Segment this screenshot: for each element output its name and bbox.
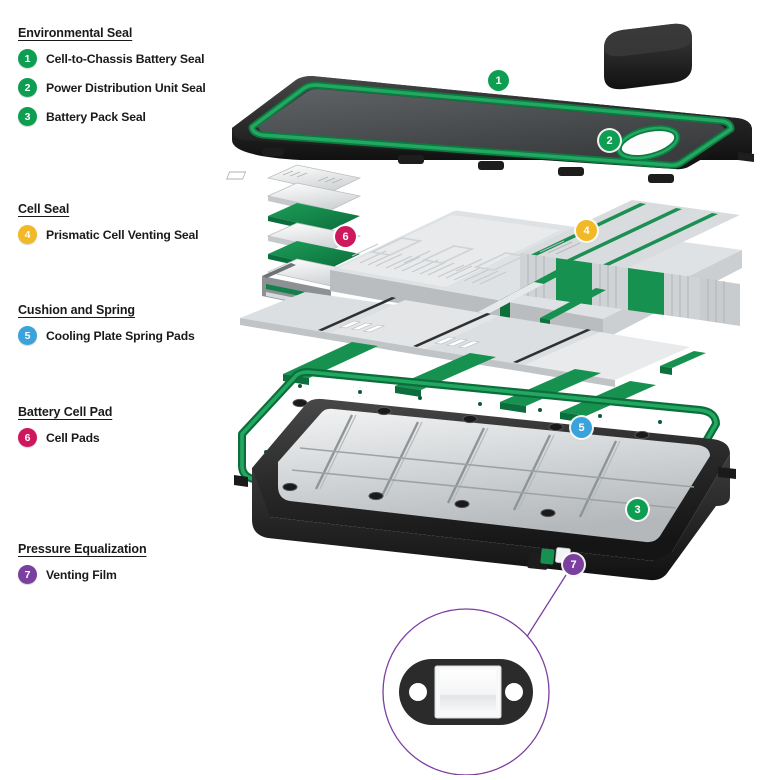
pdu-port-hole <box>621 130 675 156</box>
legend-badge-4: 4 <box>18 225 37 244</box>
venting-film-detail <box>382 574 567 776</box>
legend-group-battery-cell-pad: Battery Cell Pad 6 Cell Pads <box>18 405 258 457</box>
battery-pack-tray <box>234 398 736 581</box>
legend-label-6: Cell Pads <box>46 430 100 445</box>
legend-group-title: Pressure Equalization <box>18 542 147 556</box>
cell-row-group-3 <box>592 210 740 268</box>
cooling-plate-mid <box>330 300 500 349</box>
callout-4[interactable]: 4 <box>576 220 597 241</box>
cell-row-group-2 <box>556 205 704 263</box>
cell-module-block <box>330 200 742 348</box>
legend-group-cell-seal: Cell Seal 4 Prismatic Cell Venting Seal <box>18 202 258 254</box>
venting-film-hole-left <box>409 683 427 701</box>
cooling-plate-fingers <box>338 320 481 349</box>
callout-2[interactable]: 2 <box>599 130 620 151</box>
legend-group-title: Cell Seal <box>18 202 70 216</box>
cell-pad-stack <box>226 164 362 310</box>
legend-badge-3: 3 <box>18 107 37 126</box>
legend-group-title: Environmental Seal <box>18 26 133 40</box>
cooling-plate-left <box>240 292 395 333</box>
prismatic-cell-rows <box>478 200 740 348</box>
pdu-cover-block <box>604 23 692 90</box>
legend-label-4: Prismatic Cell Venting Seal <box>46 227 199 242</box>
module-pad-field-left <box>338 215 560 287</box>
cooling-plate-tab <box>525 332 690 380</box>
callout-3[interactable]: 3 <box>627 499 648 520</box>
legend-badge-7: 7 <box>18 565 37 584</box>
legend-label-2: Power Distribution Unit Seal <box>46 80 206 95</box>
venting-film-part <box>399 659 533 725</box>
tray-skirt <box>252 454 730 581</box>
legend-group-environmental-seal: Environmental Seal 1 Cell-to-Chassis Bat… <box>18 26 258 136</box>
lid-perimeter-seal-highlight <box>250 83 733 167</box>
legend-panel: Environmental Seal 1 Cell-to-Chassis Bat… <box>0 0 260 775</box>
cell-pad-green-2 <box>268 241 360 268</box>
legend-label-1: Cell-to-Chassis Battery Seal <box>46 51 205 66</box>
callout-6[interactable]: 6 <box>335 226 356 247</box>
venting-film-hole-right <box>505 683 523 701</box>
legend-item-1[interactable]: 1 Cell-to-Chassis Battery Seal <box>18 49 258 68</box>
pdu-port-seal-highlight <box>617 126 679 160</box>
legend-badge-5: 5 <box>18 326 37 345</box>
cell-fin-array <box>520 253 740 326</box>
legend-item-7[interactable]: 7 Venting Film <box>18 565 258 584</box>
venting-film-membrane <box>440 670 496 714</box>
magnifier-leader-line <box>520 574 567 647</box>
cooling-plate-layer <box>240 292 706 387</box>
legend-badge-6: 6 <box>18 428 37 447</box>
tray-rails <box>291 447 695 509</box>
legend-item-3[interactable]: 3 Battery Pack Seal <box>18 107 258 126</box>
cooling-plate-right <box>425 316 600 365</box>
legend-group-title: Battery Cell Pad <box>18 405 113 419</box>
callout-5[interactable]: 5 <box>571 417 592 438</box>
cooling-plate-green-tab <box>660 351 706 368</box>
pack-lid-assembly <box>232 76 754 183</box>
cooling-plate-left-edge <box>240 318 330 340</box>
legend-label-7: Venting Film <box>46 567 117 582</box>
legend-label-5: Cooling Plate Spring Pads <box>46 328 195 343</box>
tray-inner-basin <box>278 408 710 543</box>
cell-pad-printed <box>226 164 362 193</box>
legend-badge-2: 2 <box>18 78 37 97</box>
callout-7[interactable]: 7 <box>563 554 584 575</box>
legend-group-title: Cushion and Spring <box>18 303 135 317</box>
legend-label-3: Battery Pack Seal <box>46 109 146 124</box>
cooling-plate-green-tab-edge <box>660 366 672 375</box>
legend-group-pressure-equalization: Pressure Equalization 7 Venting Film <box>18 542 258 594</box>
cooling-plate-mid-edge <box>330 333 425 356</box>
cell-pad-green-1 <box>268 203 360 230</box>
legend-badge-1: 1 <box>18 49 37 68</box>
legend-item-5[interactable]: 5 Cooling Plate Spring Pads <box>18 326 258 345</box>
lid-mount-tabs <box>262 148 754 183</box>
legend-group-cushion-and-spring: Cushion and Spring 5 Cooling Plate Sprin… <box>18 303 258 355</box>
legend-item-2[interactable]: 2 Power Distribution Unit Seal <box>18 78 258 97</box>
cell-pad-white-1 <box>266 182 362 211</box>
cooling-plate-slits <box>318 297 591 363</box>
callout-1[interactable]: 1 <box>488 70 509 91</box>
legend-item-6[interactable]: 6 Cell Pads <box>18 428 258 447</box>
tray-bolt-bosses <box>234 398 736 518</box>
legend-item-4[interactable]: 4 Prismatic Cell Venting Seal <box>18 225 258 244</box>
